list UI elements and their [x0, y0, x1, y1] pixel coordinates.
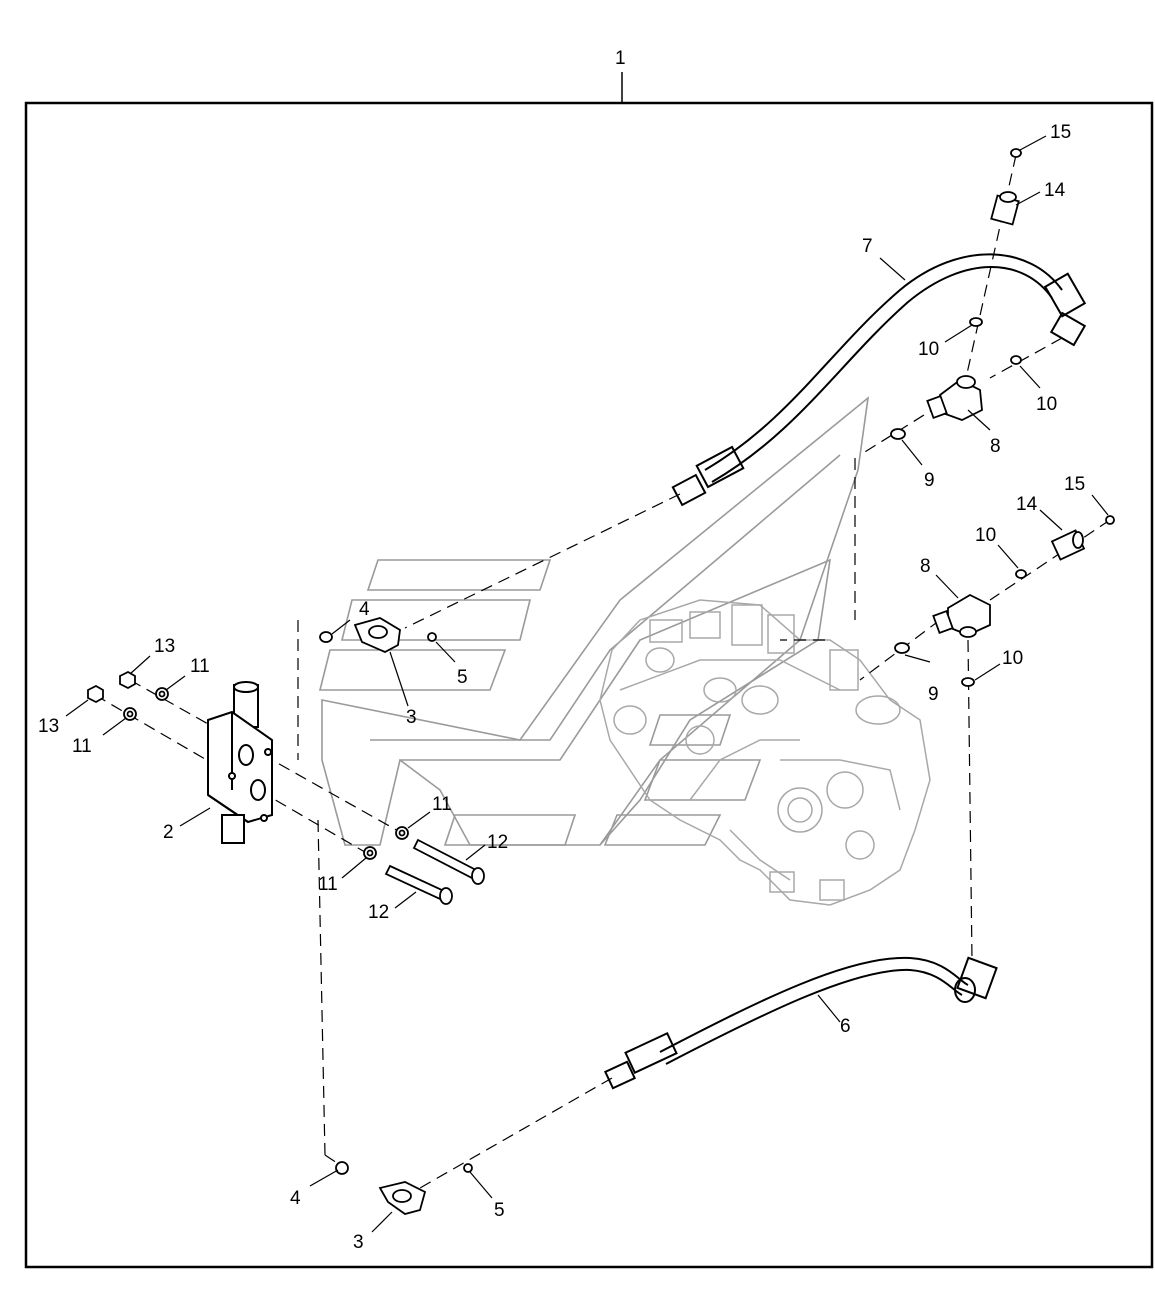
small-hardware — [87, 148, 1115, 1175]
oring-part-10-d — [961, 677, 975, 687]
oring-part-4-upper — [319, 631, 333, 643]
dashed-centerlines — [94, 154, 1111, 1189]
callout-8-upper: 8 — [990, 436, 1001, 457]
callout-11-a: 11 — [190, 656, 210, 677]
callout-15-lower: 15 — [1064, 474, 1085, 495]
callout-11-d: 11 — [318, 874, 338, 895]
callout-4-upper: 4 — [359, 599, 370, 620]
oring-part-10-a — [969, 317, 983, 327]
assembly-frame — [24, 72, 1154, 1269]
callout-5-upper: 5 — [457, 667, 468, 688]
callout-3-lower: 3 — [353, 1232, 364, 1253]
callout-10-d: 10 — [1002, 648, 1023, 669]
callout-2: 2 — [163, 822, 174, 843]
oring-part-10-b — [1010, 355, 1022, 365]
ghost-control-valve — [599, 599, 931, 906]
tee-part-8-lower — [932, 593, 991, 638]
bolt-part-12-upper — [412, 838, 485, 885]
hose-part-7 — [671, 253, 1087, 507]
oring-part-15-upper — [1010, 148, 1022, 158]
hose-part-6 — [603, 956, 998, 1090]
callout-10-b: 10 — [1036, 394, 1057, 415]
callout-9-lower: 9 — [928, 684, 939, 705]
oring-part-9-lower — [894, 642, 910, 654]
callout-14-upper: 14 — [1044, 180, 1066, 201]
nut-part-13-upper — [119, 670, 136, 690]
oring-part-5-upper — [427, 632, 437, 642]
ghost-logo — [318, 396, 870, 846]
washer-part-11-a — [155, 687, 169, 701]
callout-6: 6 — [840, 1016, 851, 1037]
valve-block-part-2 — [207, 681, 273, 844]
oring-part-10-c — [1015, 569, 1027, 579]
callout-15-upper: 15 — [1050, 122, 1071, 143]
elbow-part-3-lower — [378, 1181, 427, 1215]
oring-part-9-upper — [890, 428, 906, 440]
washer-part-11-c — [395, 826, 409, 840]
callout-3-upper: 3 — [406, 707, 417, 728]
callout-13-a: 13 — [154, 636, 175, 657]
oring-part-5-lower — [463, 1163, 473, 1173]
callout-11-c: 11 — [432, 794, 452, 815]
callout-14-lower: 14 — [1016, 494, 1038, 515]
washer-part-11-b — [123, 707, 137, 721]
callout-11-b: 11 — [72, 736, 92, 757]
callout-1: 1 — [615, 48, 626, 69]
callout-9-upper: 9 — [924, 470, 935, 491]
nut-part-13-lower — [87, 684, 104, 704]
callout-10-c: 10 — [975, 525, 996, 546]
adapter-part-14-lower — [1050, 529, 1086, 561]
callout-7: 7 — [862, 236, 873, 257]
oring-part-4-lower — [335, 1161, 349, 1175]
leader-lines — [65, 135, 1109, 1233]
callout-8-lower: 8 — [920, 556, 931, 577]
callout-5-lower: 5 — [494, 1200, 505, 1221]
callout-13-b: 13 — [38, 716, 59, 737]
washer-part-11-d — [363, 846, 377, 860]
oring-part-15-lower — [1105, 515, 1115, 525]
callout-12-b: 12 — [368, 902, 389, 923]
adapter-part-14-upper — [990, 191, 1020, 226]
callout-labels: 1 15 14 7 10 10 8 9 15 14 10 8 10 9 4 5 … — [38, 48, 1085, 1253]
tee-part-8-upper — [926, 375, 983, 421]
callout-12-a: 12 — [487, 832, 508, 853]
callout-4-lower: 4 — [290, 1188, 301, 1209]
callout-10-a: 10 — [918, 339, 939, 360]
bolt-part-12-lower — [384, 864, 453, 905]
elbow-part-3-upper — [353, 617, 401, 653]
